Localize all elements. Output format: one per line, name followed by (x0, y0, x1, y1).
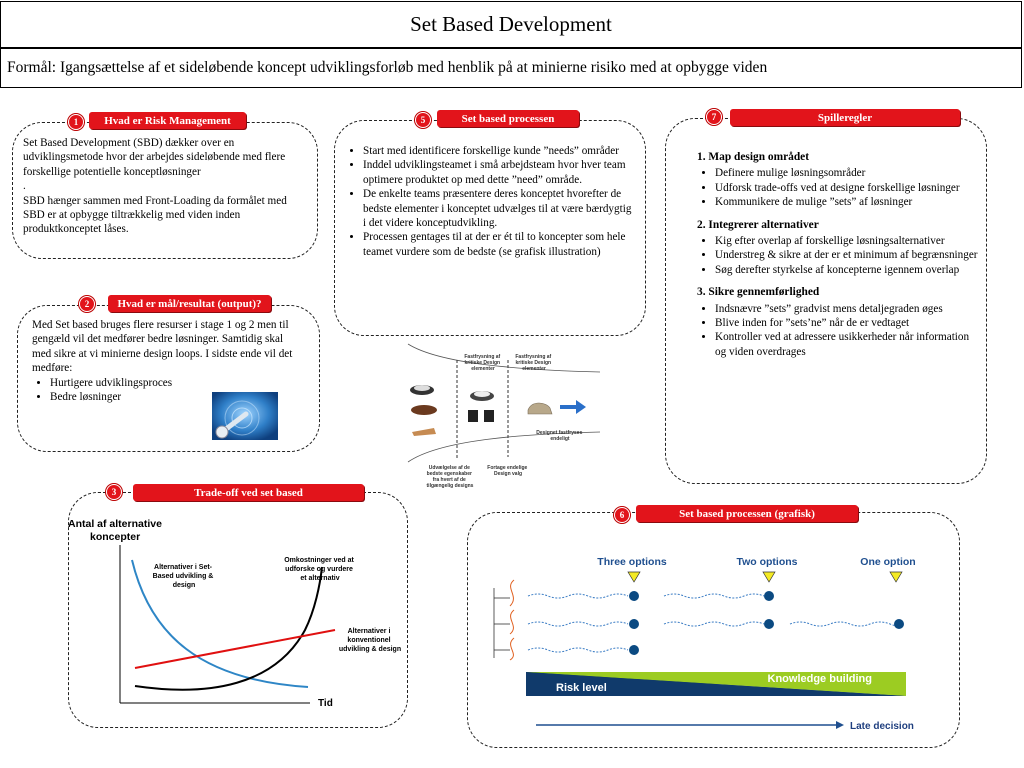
panel-number-7: 7 (706, 109, 722, 125)
panel-text-rules: 1. Map design området Definere mulige lø… (697, 150, 979, 367)
label-knowledge-building: Knowledge building (768, 673, 873, 685)
option-path (527, 647, 629, 653)
trade-off-xlabel: Tid (318, 698, 333, 709)
panel-text-goal-output: Med Set based bruges flere resurser i st… (32, 318, 304, 404)
option-path (663, 621, 765, 627)
shoe-boot (484, 410, 494, 422)
process-bullet: Start med identificere forskellige kunde… (363, 144, 637, 158)
panel-number-2: 2 (79, 296, 95, 312)
distribution-curve (509, 637, 515, 661)
key-image-head (215, 425, 229, 439)
risk-para-1: Set Based Development (SBD) dækker over … (23, 137, 286, 178)
rules-item: Blive inden for ”sets’ne” når de er vedt… (715, 316, 979, 330)
panel-number-1: 1 (68, 114, 84, 130)
panel-heading-set-based-process: Set based processen (437, 110, 579, 127)
panel-heading-risk-management: Hvad er Risk Management (89, 112, 246, 129)
label-risk-level: Risk level (556, 682, 607, 694)
goal-para: Med Set based bruges flere resurser i st… (32, 319, 293, 375)
distribution-curve (509, 579, 515, 607)
shoe-loafer (411, 405, 437, 415)
shoe-final (527, 402, 553, 415)
panel-text-risk-management: Set Based Development (SBD) dækker over … (23, 136, 308, 237)
option-path (789, 621, 901, 627)
distribution-curve (509, 609, 515, 635)
panel-text-set-based-process: Start med identificere forskellige kunde… (345, 144, 637, 259)
key-image-ring (231, 407, 253, 429)
shoe-funnel-diagram: Fastfrysning af kritiske Design elemente… (407, 343, 601, 489)
option-path (527, 593, 629, 599)
panel-number-5: 5 (415, 112, 431, 128)
label-cost: Omkostninger ved at udforske og vurdere … (284, 557, 356, 582)
process-bullet: Inddel udviklingsteamet i små arbejdstea… (363, 158, 637, 187)
option-path (527, 621, 629, 627)
distribution-group (493, 579, 515, 661)
label-conventional: Alternativer i konventionel udvikling & … (339, 628, 401, 653)
option-node (764, 619, 774, 629)
key-image (212, 392, 278, 440)
label-two-options: Two options (736, 556, 797, 568)
process-bullet: Processen gentages til at der er ét til … (363, 230, 637, 259)
curve-set-based (131, 559, 309, 688)
page-title: Set Based Development (0, 1, 1022, 48)
rules-item: Kig efter overlap af forskellige løsning… (715, 234, 979, 248)
option-node (894, 619, 904, 629)
panel-number-6: 6 (614, 507, 630, 523)
funnel-bottom-line (407, 431, 601, 463)
shoe-sneaker-detail (474, 391, 490, 397)
panel-heading-trade-off: Trade-off ved set based (133, 484, 364, 501)
rules-item: Definere mulige løsningsområder (715, 166, 979, 180)
purpose-statement: Formål: Igangsættelse af et sideløbende … (0, 48, 1022, 88)
risk-dot: . (23, 180, 26, 193)
shoe-sneaker-detail (414, 385, 430, 391)
freeze-label-1: Fastfrysning af kritiske Design elemente… (464, 354, 501, 372)
rules-item: Søg derefter styrkelse af koncepterne ig… (715, 263, 979, 277)
trade-off-ylabel-1: Antal af alternative (68, 518, 162, 530)
final-choice-label: Fortage endelige Design valg (487, 465, 528, 477)
curve-cost (134, 566, 323, 691)
final-arrow-head (576, 400, 586, 414)
risk-wedge-bottom (526, 672, 906, 696)
freeze-label-2: Fastfrysning af kritiske Design elemente… (515, 354, 552, 372)
late-decision-arrow-head (836, 721, 844, 729)
label-one-option: One option (860, 556, 915, 568)
label-set-based: Alternativer i Set- Based udvikling & de… (153, 564, 216, 589)
panel-heading-goal-output: Hvad er mål/resultat (output)? (108, 295, 271, 312)
rules-item: Indsnævre ”sets” gradvist mens detaljegr… (715, 302, 979, 316)
trade-off-chart: Antal af alternative koncepter Tid Alter… (68, 518, 401, 709)
process-bullet: De enkelte teams præsentere deres koncep… (363, 187, 637, 230)
option-node (629, 619, 639, 629)
curve-conventional (134, 629, 336, 669)
funnel-top-line (407, 343, 601, 373)
panel-heading-rules: Spilleregler (730, 109, 960, 126)
panel-number-3: 3 (106, 484, 122, 500)
option-path (663, 593, 765, 599)
rules-item: Understreg & sikre at der er et minimum … (715, 248, 979, 262)
risk-para-2: SBD hænger sammen med Front-Loading da f… (23, 194, 287, 236)
key-image-ring (224, 400, 260, 436)
option-node (764, 591, 774, 601)
select-best-label: Udvælgelse af de bedste egenskaber fra h… (427, 465, 474, 489)
option-paths (527, 593, 901, 653)
marker-three-options (627, 571, 641, 583)
label-three-options: Three options (597, 556, 667, 568)
shoe-boot (468, 410, 478, 422)
trade-off-ylabel-2: koncepter (90, 531, 140, 543)
final-freeze-label: Designet fastfryses endeligt (536, 430, 584, 442)
shoe-heel (412, 428, 436, 436)
marker-one-option (889, 571, 903, 583)
rules-section-title: 1. Map design området (697, 151, 810, 163)
marker-two-options (762, 571, 776, 583)
panel-heading-process-graphic: Set based processen (grafisk) (636, 505, 858, 522)
goal-bullet: Bedre løsninger (50, 390, 304, 404)
goal-bullet: Hurtigere udviklingsproces (50, 376, 304, 390)
rules-item: Kommunikere de mulige ”sets” af løsninge… (715, 195, 979, 209)
process-graphic: Three options Two options One option Ris… (493, 556, 916, 732)
rules-section-title: 2. Integrerer alternativer (697, 218, 819, 231)
label-late-decision: Late decision (850, 721, 914, 732)
rules-item: Kontroller ved at adressere usikkerheder… (715, 330, 979, 359)
rules-item: Udforsk trade-offs ved at designe forske… (715, 181, 979, 195)
option-node (629, 645, 639, 655)
option-node (629, 591, 639, 601)
rules-section-title: 3. Sikre gennemførlighed (697, 286, 820, 299)
